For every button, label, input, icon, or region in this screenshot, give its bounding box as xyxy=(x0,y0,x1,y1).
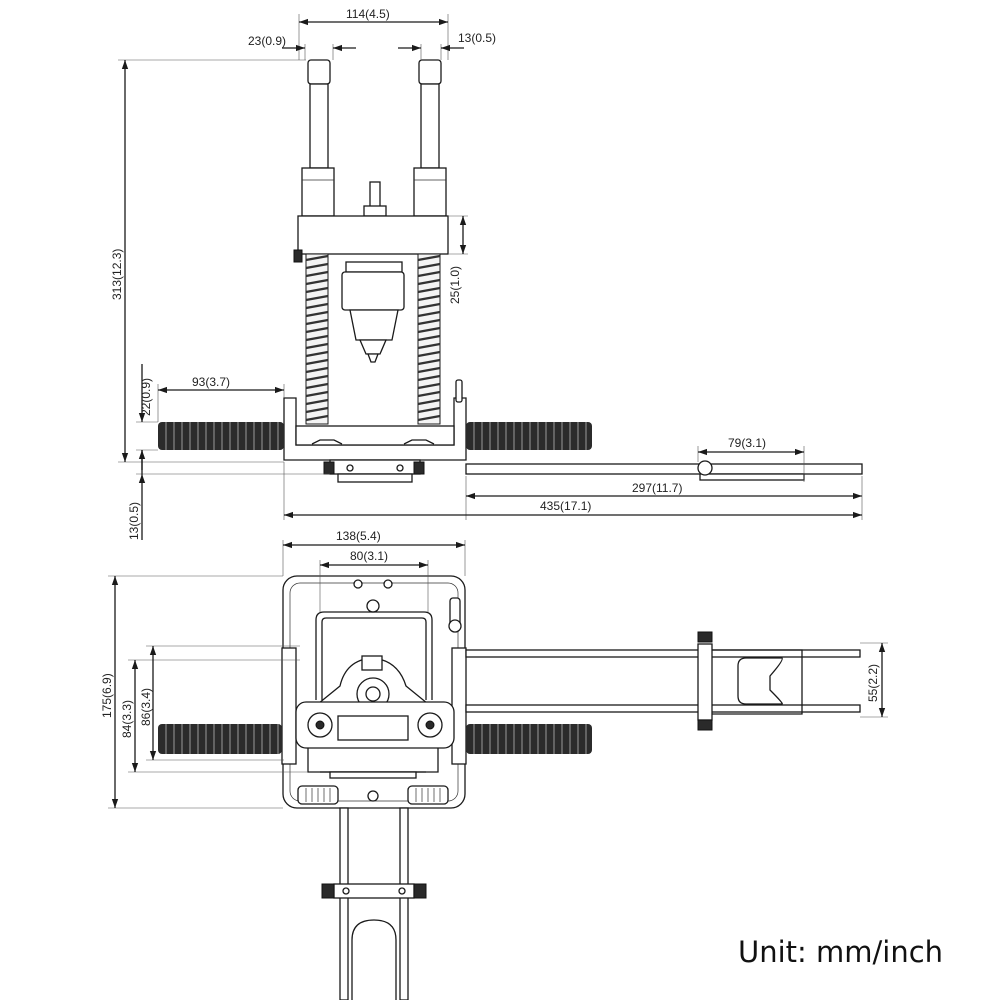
front-view-dimensions: 114(4.5) 23(0.9) 13(0.5) 313(12.3) 25(1.… xyxy=(110,7,863,540)
dim-rod-cap: 13(0.5) xyxy=(458,31,496,45)
dim-base-depth: 175(6.9) xyxy=(100,673,114,718)
dim-inner-b: 86(3.4) xyxy=(139,688,153,726)
right-spring xyxy=(417,253,441,425)
dim-top-width: 114(4.5) xyxy=(346,7,390,21)
dim-base-width: 138(5.4) xyxy=(336,529,381,543)
left-spring xyxy=(305,253,329,425)
dim-overall-length: 435(17.1) xyxy=(540,499,591,513)
dim-hole-spacing: 80(3.1) xyxy=(350,549,388,563)
dim-rail-spacing: 55(2.2) xyxy=(866,664,880,702)
left-handle-knurl xyxy=(158,422,284,450)
front-view xyxy=(158,59,863,483)
dim-total-height: 313(12.3) xyxy=(110,249,124,300)
dim-guide-rail: 297(11.7) xyxy=(632,481,682,495)
unit-label: Unit: mm/inch xyxy=(738,935,943,969)
dim-collar-height: 25(1.0) xyxy=(448,266,462,304)
dim-handle-length: 93(3.7) xyxy=(192,375,230,389)
top-view xyxy=(158,575,861,1000)
dim-base-thickness: 13(0.5) xyxy=(127,502,141,540)
dim-inner-a: 84(3.3) xyxy=(120,700,134,738)
right-handle-knurl xyxy=(466,422,592,450)
dim-guide-stop: 79(3.1) xyxy=(728,436,766,450)
top-view-dimensions: 138(5.4) 80(3.1) 175(6.9) 84(3.3) 86(3.4… xyxy=(100,529,888,809)
dim-base-height: 22(0.9) xyxy=(139,378,153,416)
dim-rod-diameter: 23(0.9) xyxy=(248,34,286,48)
